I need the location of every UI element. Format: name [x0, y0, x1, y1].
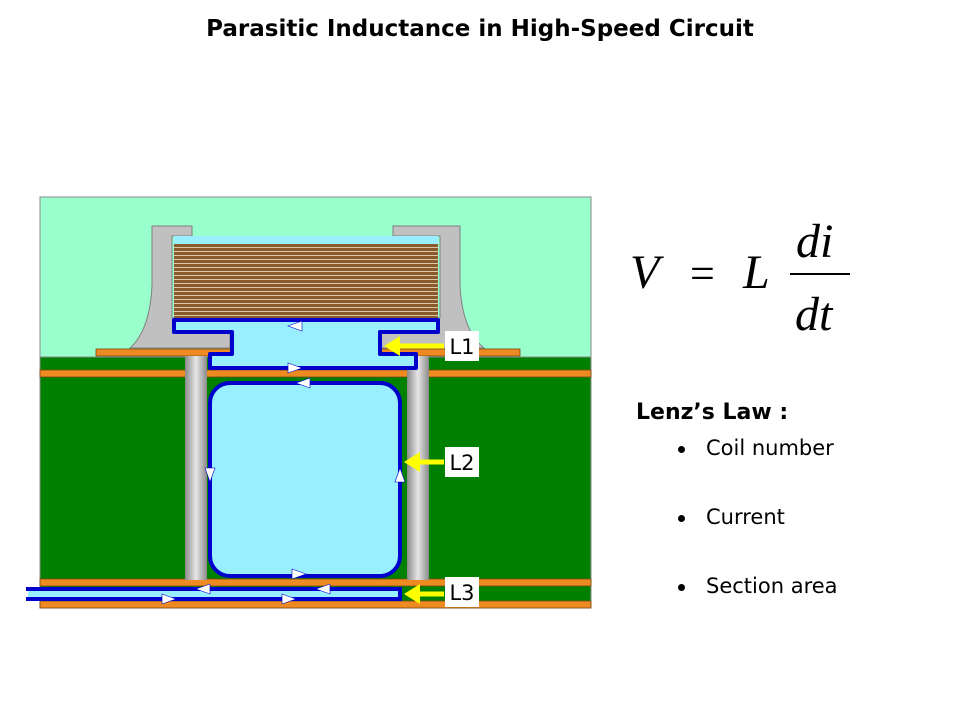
formula-v: V — [630, 246, 664, 299]
svg-text:L3: L3 — [449, 581, 474, 605]
bullet-icon — [678, 584, 685, 591]
page-title: Parasitic Inductance in High-Speed Circu… — [206, 16, 754, 42]
formula-numerator: di — [796, 215, 833, 268]
loop-label-l2: L2 — [445, 447, 479, 477]
pointer-arrows — [384, 336, 444, 604]
loop-l3 — [26, 587, 402, 601]
loop-l1 — [172, 318, 440, 370]
svg-text:L1: L1 — [449, 335, 474, 359]
list-item: Current — [676, 505, 838, 574]
formula-denominator: dt — [795, 288, 834, 341]
bullet-icon — [678, 446, 685, 453]
terminal-left — [128, 225, 231, 349]
loop-label-l3: L3 — [445, 577, 479, 607]
formula-equals: = — [690, 249, 715, 298]
capacitor-top-strip — [174, 236, 438, 244]
current-arrows — [161, 320, 406, 605]
ground-plane-upper — [39, 578, 592, 587]
list-item: Section area — [676, 574, 838, 643]
lenz-law-list: Coil number Current Section area — [676, 436, 838, 643]
lenz-law-title: Lenz’s Law : — [636, 400, 789, 425]
via-left — [185, 356, 207, 580]
ground-plane-lower — [39, 600, 592, 609]
bullet-icon — [678, 515, 685, 522]
list-item: Coil number — [676, 436, 838, 505]
loop-l2 — [208, 381, 402, 578]
loop-label-l1: L1 — [445, 331, 479, 361]
inductance-formula: V L di dt = — [630, 215, 850, 341]
formula-l: L — [742, 246, 770, 299]
power-plane — [39, 369, 592, 378]
capacitor-body — [174, 244, 438, 320]
svg-text:L2: L2 — [449, 451, 474, 475]
trace-l3-fill — [28, 591, 398, 597]
